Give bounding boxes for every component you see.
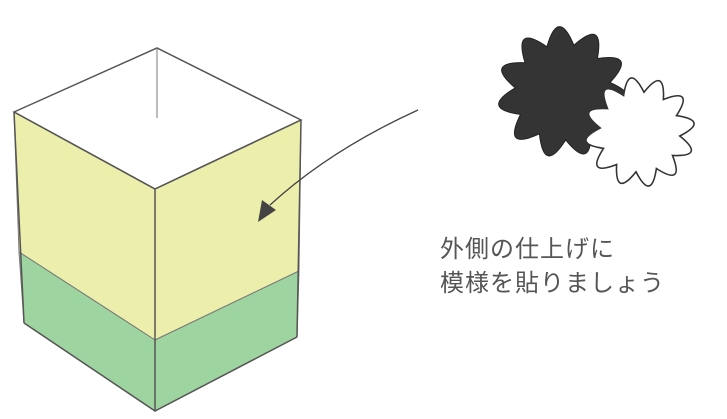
leader-arrow [258,109,419,222]
caption-line-2: 模様を貼りましょう [440,269,665,297]
box-edges [13,111,302,412]
instruction-caption: 外側の仕上げに 模様を貼りましょう [440,232,727,300]
light-flower-pattern [585,77,695,187]
caption-line-1: 外側の仕上げに [440,235,615,263]
